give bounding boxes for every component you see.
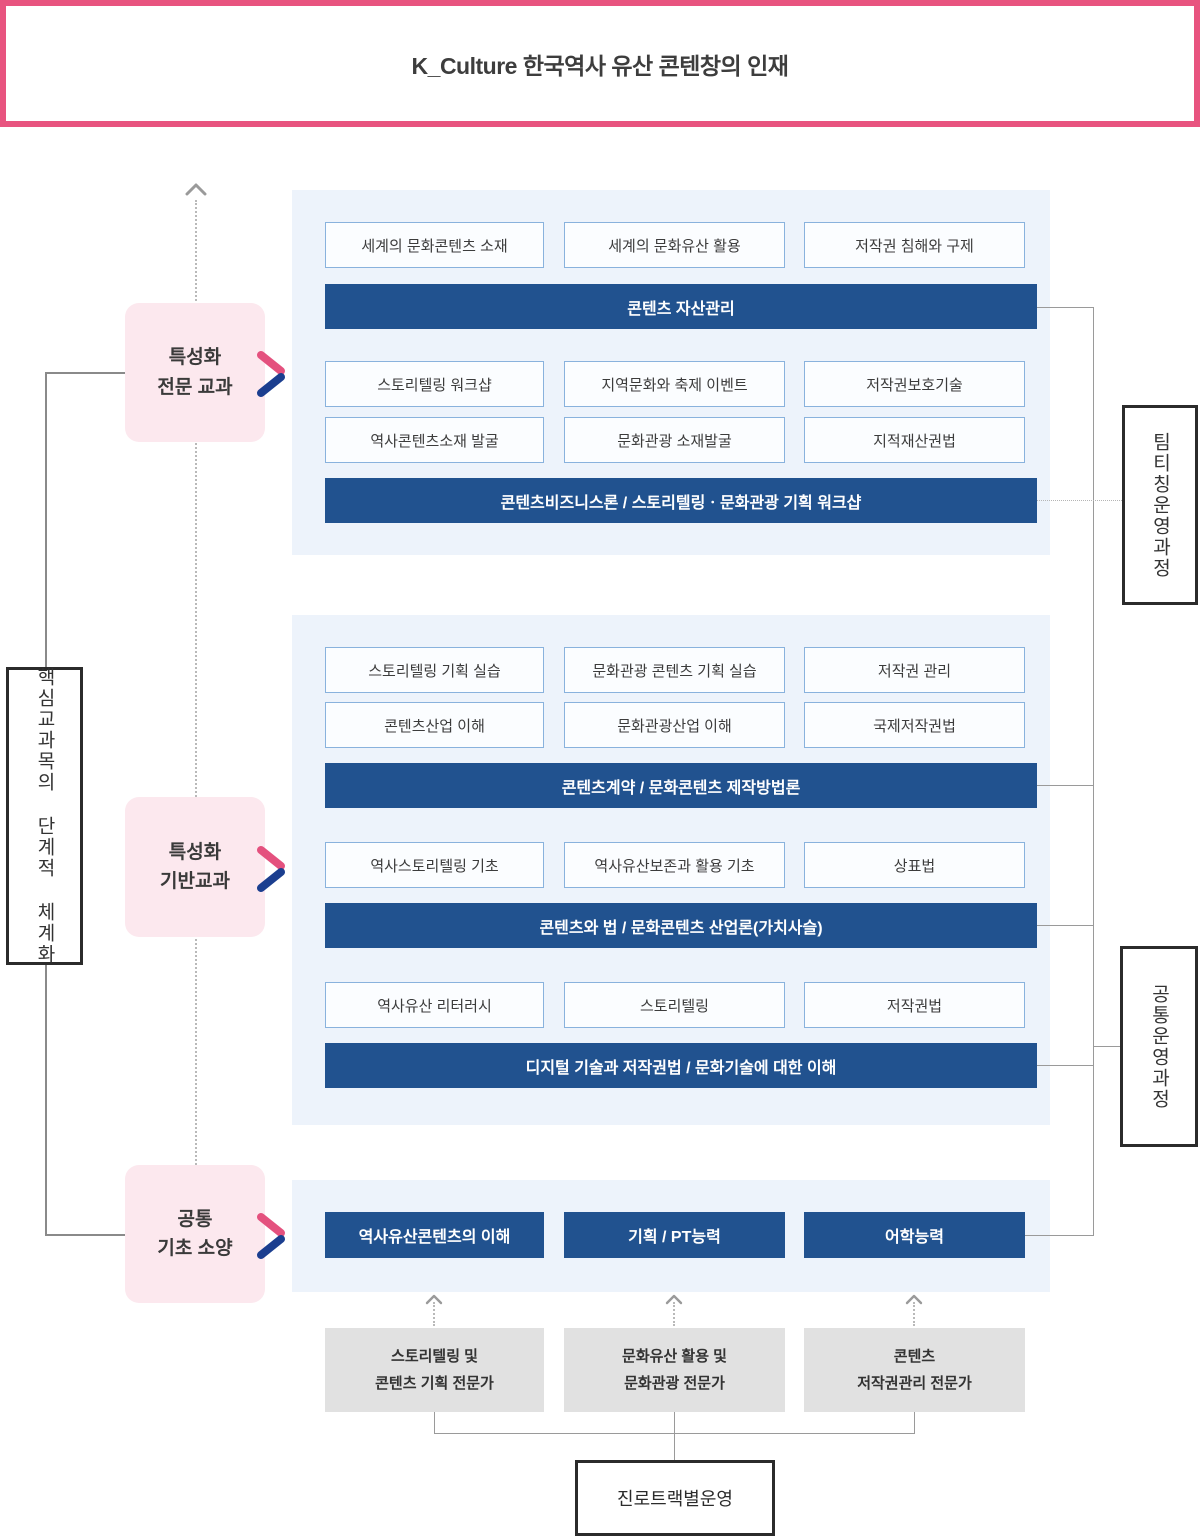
expert-label: 스토리텔링 및 xyxy=(391,1348,478,1365)
tier-specialized-foundation: 특성화 기반교과 xyxy=(125,797,265,937)
team-teaching-dotted-link xyxy=(1037,500,1122,501)
arrow-up-icon xyxy=(425,1294,443,1305)
arrow-up-icon xyxy=(665,1294,683,1305)
dotted-arrow-line xyxy=(433,1302,435,1326)
connector-line xyxy=(674,1412,675,1460)
expert-label: 문화관광 전문가 xyxy=(624,1375,725,1392)
chevron-right-icon xyxy=(251,843,291,893)
progression-dotted-line xyxy=(195,200,197,1165)
expert-box-heritage-tourism: 문화유산 활용 및 문화관광 전문가 xyxy=(564,1328,785,1412)
tier-label: 기반교과 xyxy=(160,871,230,892)
course-box: 스토리텔링 기획 실습 xyxy=(325,647,544,693)
course-box: 세계의 문화유산 활용 xyxy=(564,222,785,268)
team-teaching-label: 팀티칭운영과정 xyxy=(1149,431,1171,579)
tier-label: 특성화 xyxy=(168,841,222,863)
connector-line xyxy=(1025,1235,1093,1236)
arrow-up-icon xyxy=(185,183,207,196)
connector-line xyxy=(45,1234,125,1236)
course-box: 스토리텔링 xyxy=(564,982,785,1028)
competency-box: 역사유산콘텐츠의 이해 xyxy=(325,1212,544,1258)
course-box: 저작권법 xyxy=(804,982,1025,1028)
course-box: 지역문화와 축제 이벤트 xyxy=(564,361,785,407)
connector-line xyxy=(45,372,47,667)
tier-label: 기초 소양 xyxy=(157,1238,233,1259)
expert-label: 문화유산 활용 및 xyxy=(622,1348,727,1365)
expert-label: 콘텐츠 기획 전문가 xyxy=(375,1375,494,1392)
expert-box-copyright: 콘텐츠 저작권관리 전문가 xyxy=(804,1328,1025,1412)
course-box: 지적재산권법 xyxy=(804,417,1025,463)
course-box: 세계의 문화콘텐츠 소재 xyxy=(325,222,544,268)
expert-label: 콘텐츠 xyxy=(893,1348,936,1365)
course-box: 저작권 침해와 구제 xyxy=(804,222,1025,268)
competency-box: 어학능력 xyxy=(804,1212,1025,1258)
connector-line xyxy=(1093,307,1094,1236)
core-course-bar: 콘텐츠 자산관리 xyxy=(325,284,1037,329)
title-banner: K_Culture 한국역사 유산 콘텐창의 인재 xyxy=(0,0,1200,127)
core-system-box: 핵심교과목의 단계적 체계화 xyxy=(6,667,83,965)
connector-line xyxy=(914,1412,915,1434)
course-box: 역사유산 리터러시 xyxy=(325,982,544,1028)
chevron-right-icon xyxy=(251,348,291,398)
arrow-up-icon xyxy=(905,1294,923,1305)
competency-box: 기획 / PT능력 xyxy=(564,1212,785,1258)
course-box: 문화관광산업 이해 xyxy=(564,702,785,748)
course-box: 국제저작권법 xyxy=(804,702,1025,748)
common-operation-label: 공통운영과정 xyxy=(1148,983,1170,1110)
tier-label: 전문 교과 xyxy=(157,376,233,398)
career-track-box: 진로트랙별운영 xyxy=(575,1460,775,1536)
tier-label: 공통 xyxy=(177,1208,213,1230)
dotted-arrow-line xyxy=(913,1302,915,1326)
connector-line xyxy=(1037,785,1093,786)
connector-line xyxy=(434,1412,435,1434)
connector-line xyxy=(45,372,125,374)
core-course-bar: 콘텐츠와 법 / 문화콘텐츠 산업론(가치사슬) xyxy=(325,903,1037,948)
core-system-label: 핵심교과목의 단계적 체계화 xyxy=(34,667,55,965)
course-box: 역사유산보존과 활용 기초 xyxy=(564,842,785,888)
course-box: 역사스토리텔링 기초 xyxy=(325,842,544,888)
course-box: 문화관광 소재발굴 xyxy=(564,417,785,463)
core-course-bar: 디지털 기술과 저작권법 / 문화기술에 대한 이해 xyxy=(325,1043,1037,1088)
course-box: 저작권 관리 xyxy=(804,647,1025,693)
common-operation-box: 공통운영과정 xyxy=(1120,946,1198,1147)
core-course-bar: 콘텐츠계약 / 문화콘텐츠 제작방법론 xyxy=(325,763,1037,808)
connector-line xyxy=(45,965,47,1236)
course-box: 스토리텔링 워크샵 xyxy=(325,361,544,407)
course-box: 문화관광 콘텐츠 기획 실습 xyxy=(564,647,785,693)
chevron-right-icon xyxy=(251,1210,291,1260)
course-box: 상표법 xyxy=(804,842,1025,888)
tier-common-basic: 공통 기초 소양 xyxy=(125,1165,265,1303)
tier-specialized-advanced: 특성화 전문 교과 xyxy=(125,303,265,442)
expert-label: 저작권관리 전문가 xyxy=(857,1375,972,1392)
course-box: 콘텐츠산업 이해 xyxy=(325,702,544,748)
connector-line xyxy=(1037,925,1093,926)
tier-label: 특성화 xyxy=(168,347,222,369)
core-course-bar: 콘텐츠비즈니스론 / 스토리텔링ㆍ문화관광 기획 워크샵 xyxy=(325,478,1037,523)
expert-box-storytelling: 스토리텔링 및 콘텐츠 기획 전문가 xyxy=(325,1328,544,1412)
dotted-arrow-line xyxy=(673,1302,675,1326)
connector-line xyxy=(1093,1046,1120,1047)
career-track-label: 진로트랙별운영 xyxy=(617,1489,733,1509)
page-title: K_Culture 한국역사 유산 콘텐창의 인재 xyxy=(411,52,789,79)
team-teaching-box: 팀티칭운영과정 xyxy=(1122,405,1198,605)
course-box: 역사콘텐츠소재 발굴 xyxy=(325,417,544,463)
course-box: 저작권보호기술 xyxy=(804,361,1025,407)
connector-line xyxy=(1037,307,1093,308)
connector-line xyxy=(1037,1065,1093,1066)
